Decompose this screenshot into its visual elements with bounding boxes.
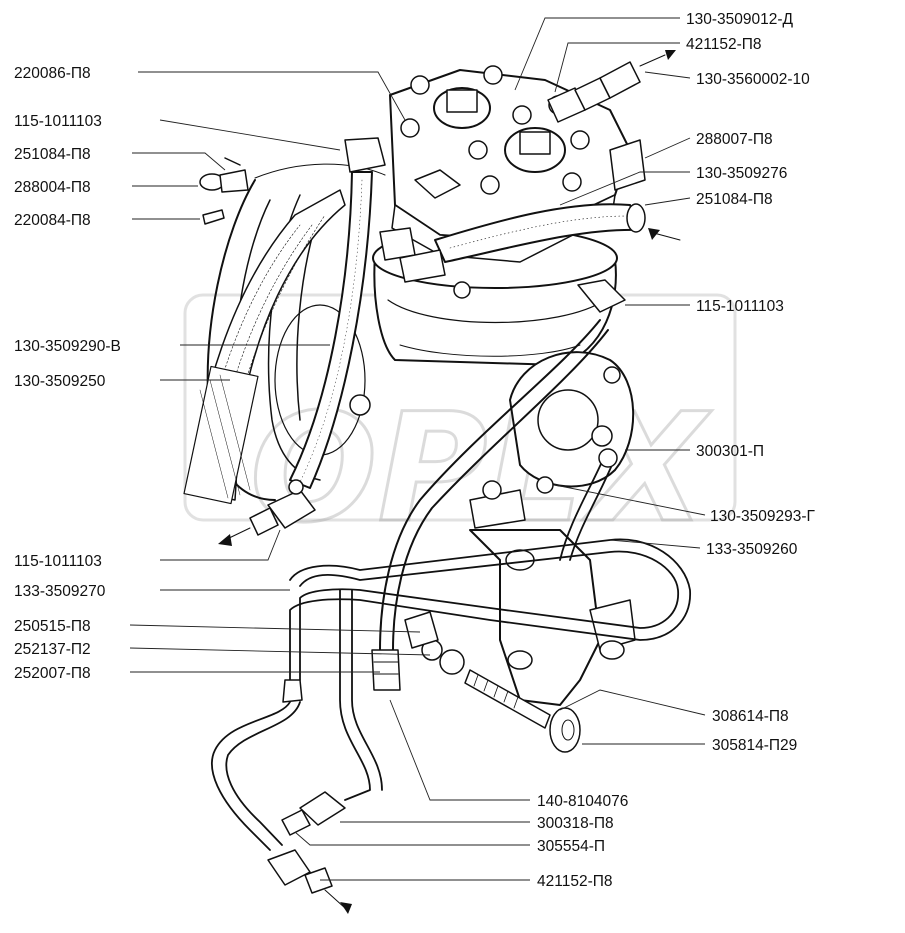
clamp-parts <box>199 157 249 225</box>
label-300318-p8: 300318-П8 <box>537 815 614 832</box>
label-305814-p29: 305814-П29 <box>712 737 797 754</box>
label-305554-p: 305554-П <box>537 838 605 855</box>
return-hose <box>379 203 681 299</box>
label-421152-p8-bottom: 421152-П8 <box>537 873 613 890</box>
label-133-3509260: 133-3509260 <box>706 541 798 558</box>
label-250515-p8: 250515-П8 <box>14 618 91 635</box>
label-130-3509290-v: 130-3509290-В <box>14 338 121 355</box>
label-133-3509270: 133-3509270 <box>14 583 106 600</box>
vertical-hose <box>218 137 386 546</box>
label-288004-p8: 288004-П8 <box>14 179 91 196</box>
lower-pipes <box>211 589 383 914</box>
part-labels: 130-3509012-Д 421152-П8 130-3560002-10 2… <box>14 11 816 890</box>
leader-lines <box>129 17 706 881</box>
outlet-fitting <box>547 50 676 123</box>
label-251084-p8-left: 251084-П8 <box>14 146 91 163</box>
drive-belt <box>183 189 346 505</box>
label-308614-p8: 308614-П8 <box>712 708 789 725</box>
label-300301-p: 300301-П <box>696 443 764 460</box>
label-421152-p8-top: 421152-П8 <box>686 36 762 53</box>
pressure-pipe-loop <box>289 538 691 681</box>
label-130-3509276: 130-3509276 <box>696 165 787 182</box>
label-130-3509250: 130-3509250 <box>14 373 106 390</box>
label-251084-p8-right: 251084-П8 <box>696 191 773 208</box>
label-220086-p8: 220086-П8 <box>14 65 91 82</box>
assembly-drawing <box>183 50 691 914</box>
label-130-3560002-10: 130-3560002-10 <box>696 71 810 88</box>
label-252007-p8: 252007-П8 <box>14 665 91 682</box>
label-130-3509293-g: 130-3509293-Г <box>710 508 816 525</box>
label-115-1011103-right: 115-1011103 <box>696 298 784 315</box>
label-130-3509012-d: 130-3509012-Д <box>686 11 794 28</box>
mounting-bracket <box>404 529 636 753</box>
diagonal-hose <box>371 279 626 691</box>
label-115-1011103-bottom: 115-1011103 <box>14 553 102 570</box>
label-252137-p2: 252137-П2 <box>14 641 91 658</box>
label-220084-p8: 220084-П8 <box>14 212 91 229</box>
label-288007-p8: 288007-П8 <box>696 131 773 148</box>
label-115-1011103-top: 115-1011103 <box>14 113 102 130</box>
label-140-8104076: 140-8104076 <box>537 793 628 810</box>
